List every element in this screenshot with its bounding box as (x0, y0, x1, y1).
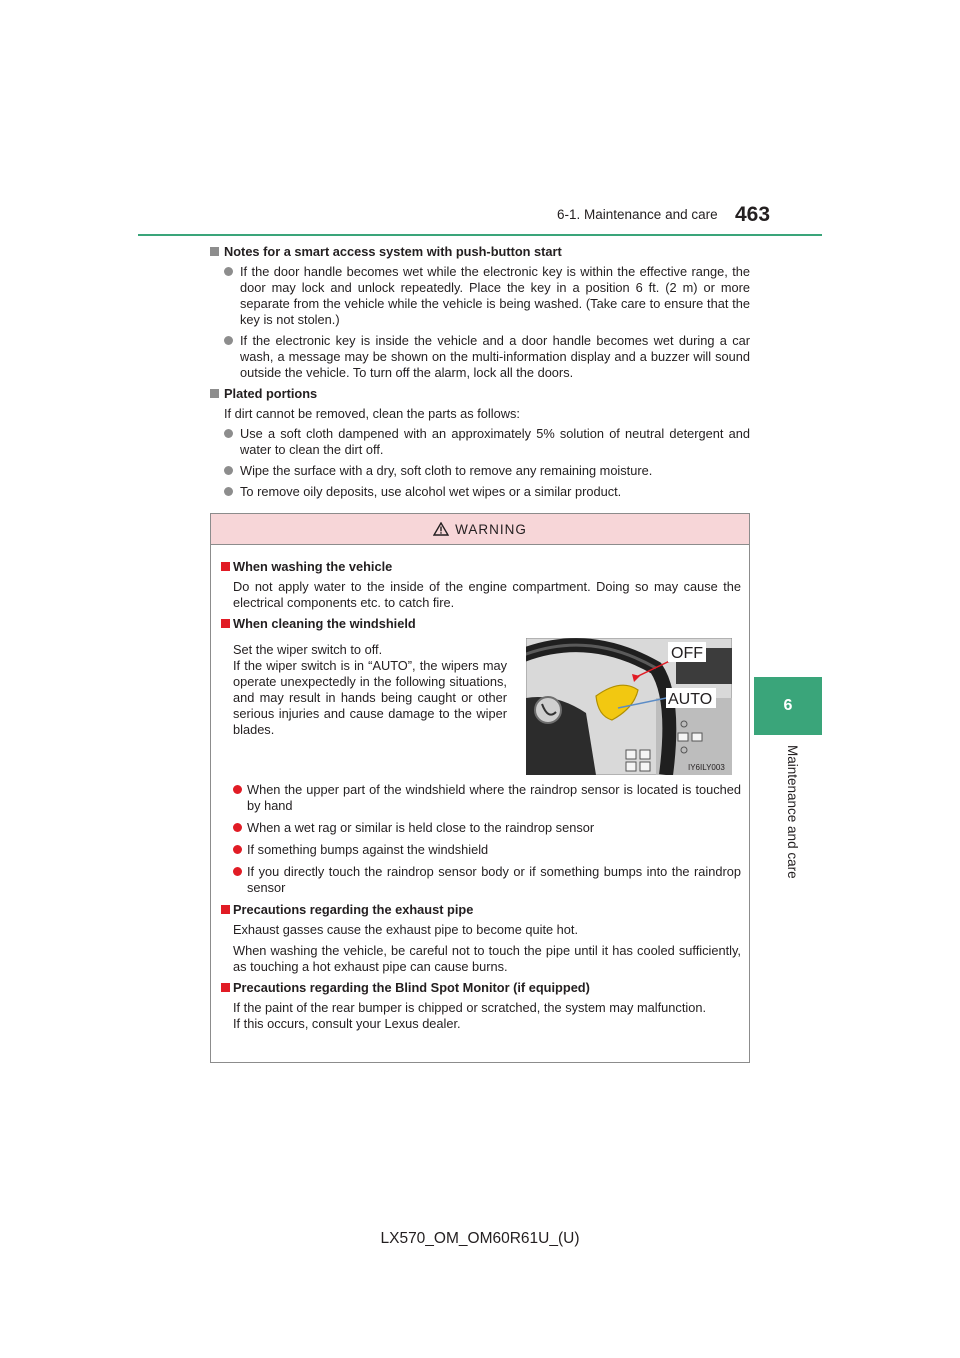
chapter-tab-label: Maintenance and care (785, 745, 800, 879)
red-square-bullet-icon (221, 619, 230, 628)
list-item: To remove oily deposits, use alcohol wet… (210, 484, 750, 500)
main-content: Notes for a smart access system with pus… (210, 244, 750, 505)
list-item: If the electronic key is inside the vehi… (210, 333, 750, 381)
wiper-switch-illustration: OFF AUTO IY6ILY003 (526, 638, 732, 775)
red-round-bullet-icon (233, 785, 242, 794)
page-number: 463 (735, 203, 771, 226)
list-item: When a wet rag or similar is held close … (215, 820, 741, 836)
plated-heading: Plated portions (210, 386, 750, 402)
list-item: Use a soft cloth dampened with an approx… (210, 426, 750, 458)
exhaust-text-1: Exhaust gasses cause the exhaust pipe to… (233, 922, 579, 937)
windshield-figure-row: Set the wiper switch to off. If the wipe… (215, 636, 741, 782)
round-bullet-icon (224, 487, 233, 496)
warning-box: WARNING When washing the vehicle Do not … (210, 513, 750, 1063)
square-bullet-icon (210, 389, 219, 398)
warning-header: WARNING (211, 514, 749, 545)
list-item: If the door handle becomes wet while the… (210, 264, 750, 328)
square-bullet-icon (210, 247, 219, 256)
header-rule (138, 234, 822, 236)
bsm-text-1: If the paint of the rear bumper is chipp… (233, 1000, 707, 1015)
red-round-bullet-icon (233, 845, 242, 854)
list-item: Wipe the surface with a dry, soft cloth … (210, 463, 750, 479)
document-code: LX570_OM_OM60R61U_(U) (380, 1230, 580, 1247)
section-title: 6-1. Maintenance and care (557, 207, 718, 222)
red-square-bullet-icon (221, 905, 230, 914)
list-item: If you directly touch the raindrop senso… (215, 864, 741, 896)
red-round-bullet-icon (233, 867, 242, 876)
windshield-lead: Set the wiper switch to off. If the wipe… (233, 642, 507, 737)
chapter-tab-number: 6 (754, 677, 822, 735)
round-bullet-icon (224, 336, 233, 345)
plated-intro: If dirt cannot be removed, clean the par… (224, 406, 520, 421)
round-bullet-icon (224, 429, 233, 438)
bsm-heading: Precautions regarding the Blind Spot Mon… (215, 980, 741, 996)
warning-triangle-icon (433, 522, 450, 536)
washing-heading: When washing the vehicle (215, 559, 741, 575)
list-item: If something bumps against the windshiel… (215, 842, 741, 858)
washing-text: Do not apply water to the inside of the … (233, 579, 741, 610)
bsm-text-2: If this occurs, consult your Lexus deale… (233, 1016, 461, 1031)
image-code: IY6ILY003 (688, 763, 725, 772)
round-bullet-icon (224, 267, 233, 276)
windshield-heading: When cleaning the windshield (215, 616, 741, 632)
warning-body: When washing the vehicle Do not apply wa… (211, 545, 749, 1032)
notes-heading: Notes for a smart access system with pus… (210, 244, 750, 260)
warning-label: WARNING (455, 521, 527, 537)
red-square-bullet-icon (221, 983, 230, 992)
label-auto: AUTO (668, 691, 712, 708)
red-square-bullet-icon (221, 562, 230, 571)
list-item: When the upper part of the windshield wh… (215, 782, 741, 814)
label-off: OFF (671, 645, 703, 662)
round-bullet-icon (224, 466, 233, 475)
exhaust-heading: Precautions regarding the exhaust pipe (215, 902, 741, 918)
exhaust-text-2: When washing the vehicle, be careful not… (233, 943, 741, 974)
red-round-bullet-icon (233, 823, 242, 832)
